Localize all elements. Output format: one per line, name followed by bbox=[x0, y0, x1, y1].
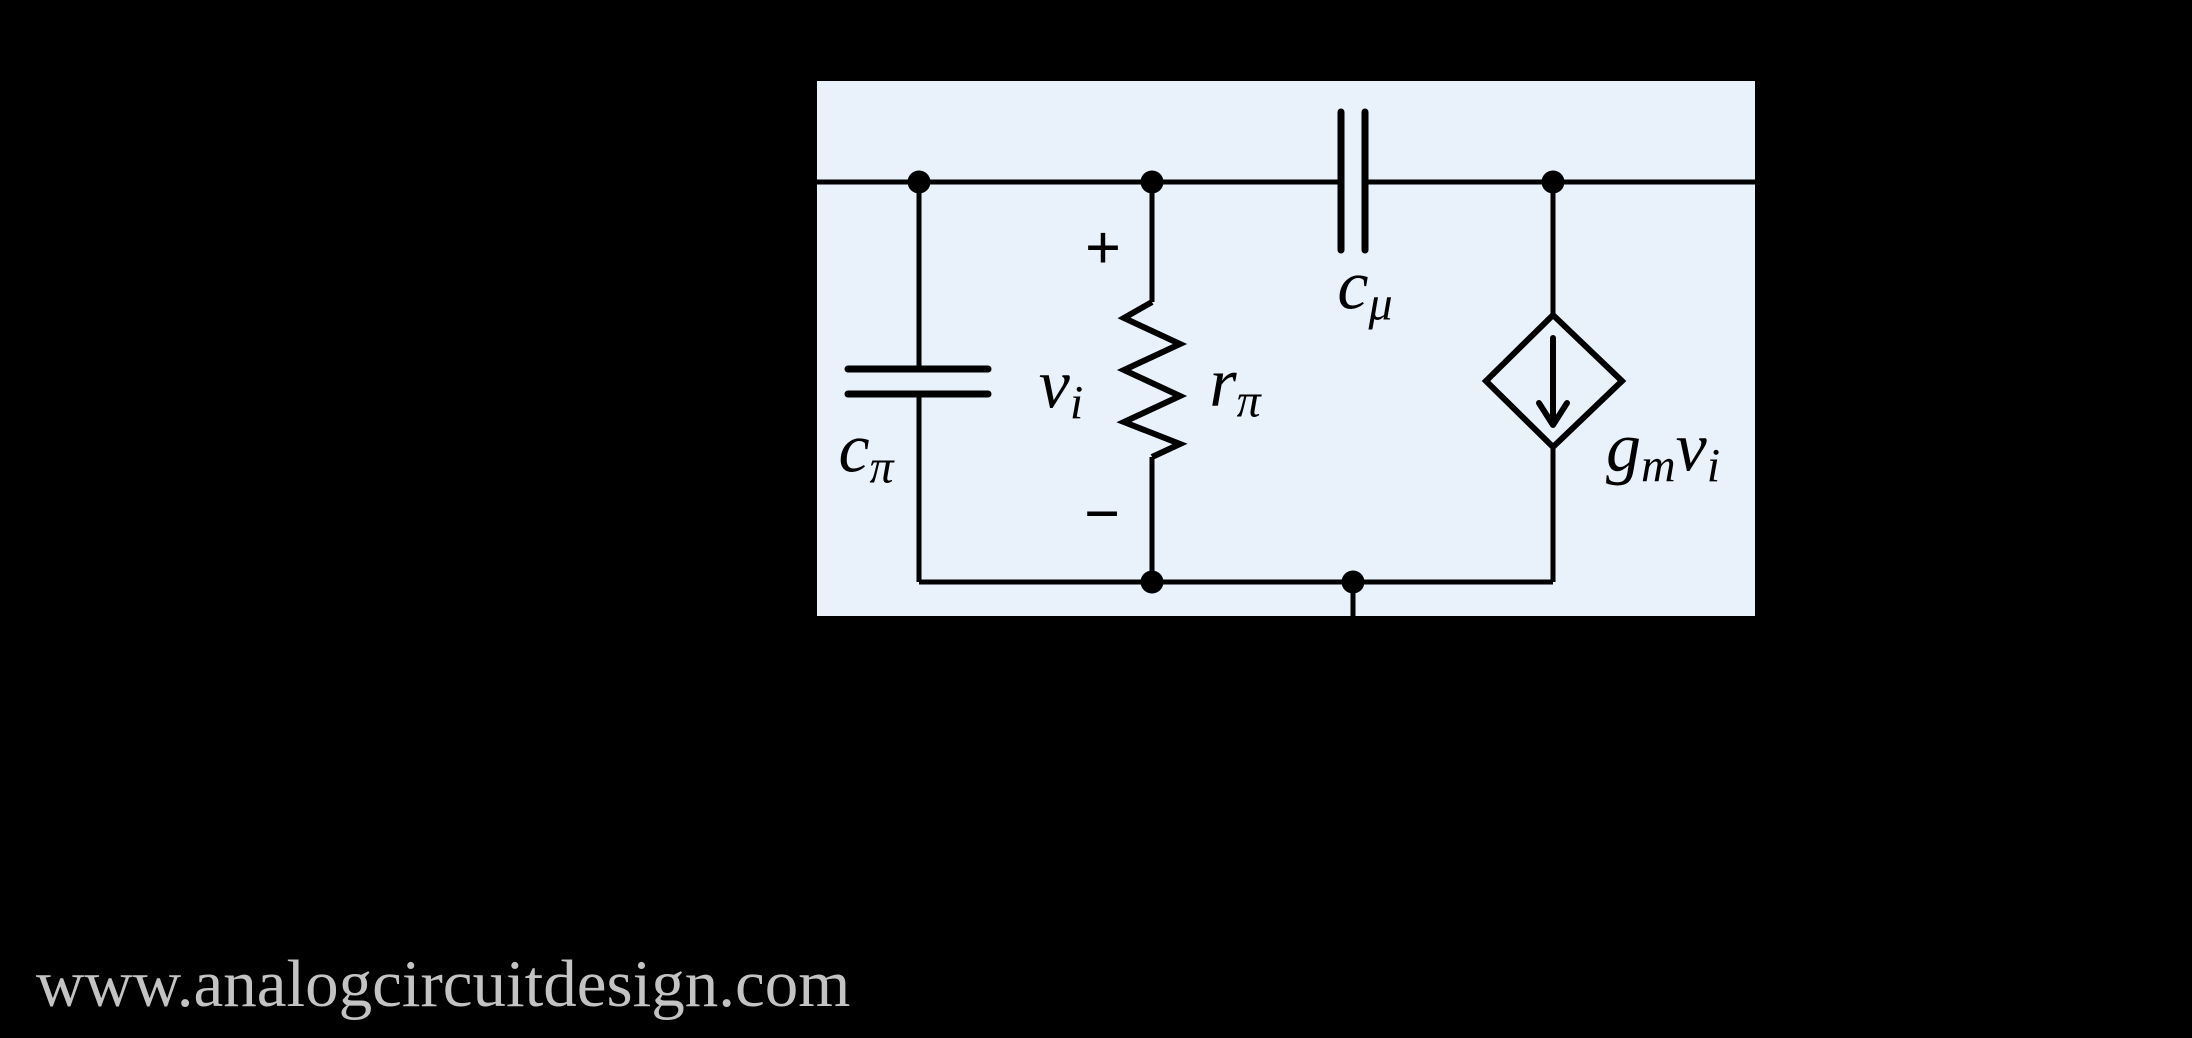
rpi-label-main: r bbox=[1209, 344, 1237, 422]
minus-sign-label: − bbox=[1083, 478, 1121, 549]
rpi-resistor-zigzag-icon bbox=[1116, 299, 1188, 460]
plus-sign-label: + bbox=[1084, 212, 1122, 283]
cmu-label: cμ bbox=[1337, 251, 1393, 331]
cpi-label: cπ bbox=[838, 414, 894, 494]
node-dot bbox=[1140, 570, 1164, 594]
vi-label-main: v bbox=[1038, 346, 1070, 424]
cpi-label-sub: π bbox=[869, 440, 894, 494]
vi-label: vi bbox=[1039, 350, 1084, 430]
cmu-label-sub: μ bbox=[1368, 277, 1393, 331]
gmvi-label-g: g bbox=[1605, 409, 1641, 487]
gmvi-label-vsub: i bbox=[1706, 439, 1721, 493]
gmvi-label-v: v bbox=[1675, 409, 1707, 487]
cpi-label-main: c bbox=[838, 410, 870, 488]
cmu-label-main: c bbox=[1337, 247, 1369, 325]
cpi-capacitor-plates-icon bbox=[844, 365, 992, 398]
rpi-label-sub: π bbox=[1236, 374, 1261, 428]
node-dot bbox=[1341, 570, 1365, 594]
vi-label-sub: i bbox=[1069, 376, 1084, 430]
circuit-panel: + − vi rπ cμ cπ gmvi bbox=[817, 81, 1755, 616]
node-dots bbox=[907, 170, 1565, 594]
node-dot bbox=[1140, 170, 1164, 194]
current-arrow-icon bbox=[1536, 335, 1570, 428]
cmu-capacitor-plates-icon bbox=[1337, 108, 1369, 254]
gmvi-label-gsub: m bbox=[1640, 439, 1676, 493]
dependent-source-diamond-icon bbox=[1481, 310, 1627, 452]
gmvi-label: gmvi bbox=[1606, 413, 1721, 493]
circuit-svg bbox=[817, 108, 1755, 616]
node-dot bbox=[907, 170, 931, 194]
rpi-label: rπ bbox=[1209, 348, 1261, 428]
watermark-url-text: www.analogcircuitdesign.com bbox=[36, 947, 851, 1021]
node-dot bbox=[1541, 170, 1565, 194]
